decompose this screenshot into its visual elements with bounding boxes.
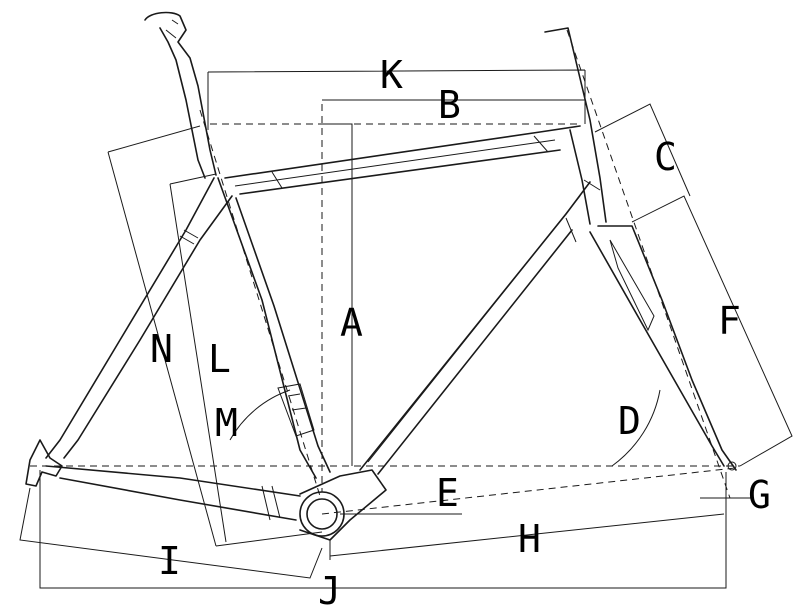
seat-post — [144, 11, 217, 179]
bottom-bracket — [299, 469, 387, 541]
battery-mount — [277, 383, 315, 437]
label-l: L — [208, 337, 231, 381]
reference-lines — [30, 29, 740, 515]
label-c: C — [654, 135, 677, 179]
chain-stay — [45, 465, 301, 521]
dimension-labels: K B C A F N L M D E G H I J — [150, 53, 771, 607]
label-b: B — [438, 83, 461, 127]
rear-dropout — [25, 439, 63, 487]
top-tube — [224, 125, 581, 195]
label-f: F — [718, 299, 741, 343]
label-e: E — [436, 471, 459, 515]
head-tube — [544, 27, 607, 225]
seat-stay — [45, 177, 233, 459]
dimension-lines — [19, 69, 793, 589]
label-k: K — [380, 53, 403, 97]
fork — [589, 225, 737, 471]
label-h: H — [518, 517, 541, 561]
label-g: G — [748, 473, 771, 517]
label-m: M — [215, 401, 238, 445]
bicycle-frame — [25, 11, 737, 541]
label-n: N — [150, 327, 173, 371]
label-i: I — [158, 539, 181, 583]
label-a: A — [340, 301, 363, 345]
label-j: J — [318, 569, 341, 607]
label-d: D — [618, 399, 641, 443]
